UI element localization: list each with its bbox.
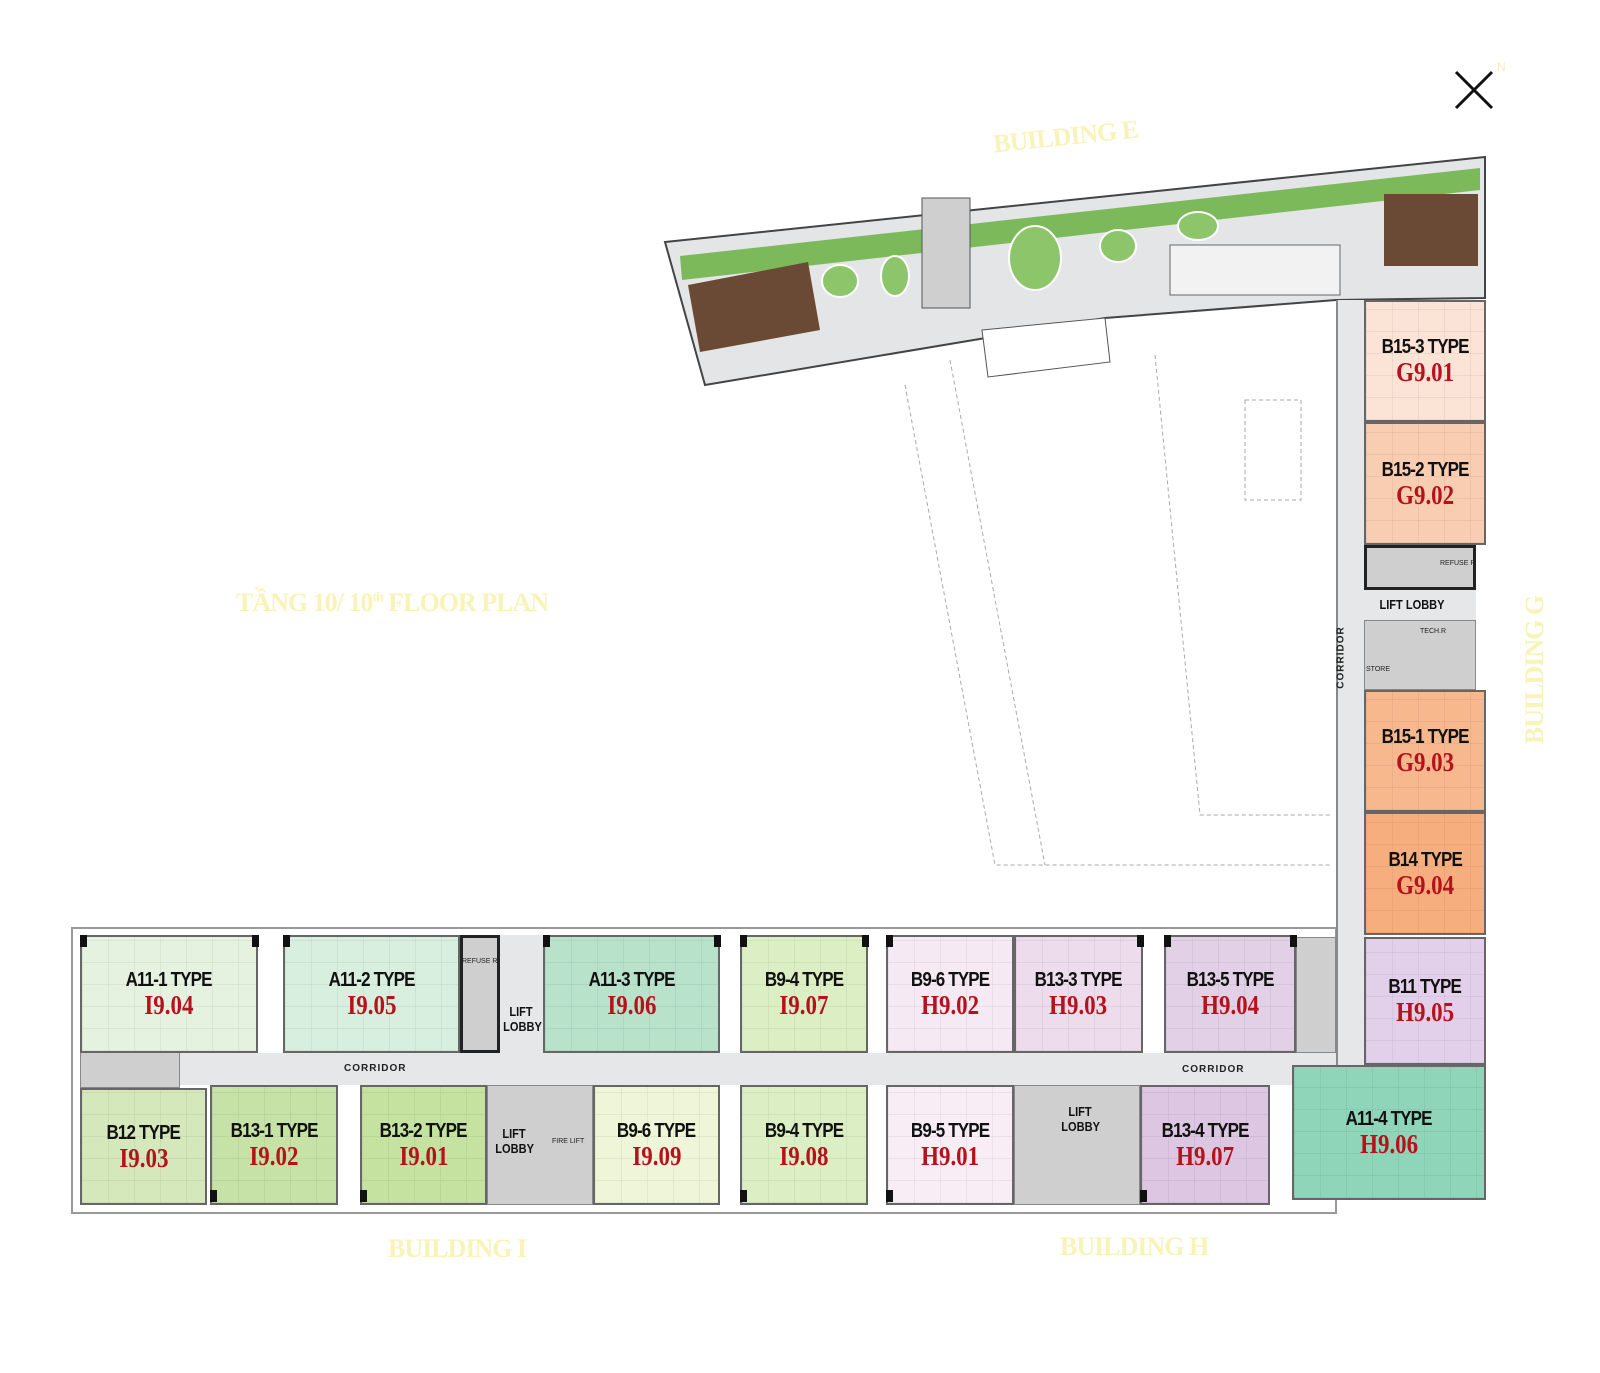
stair-core (1364, 620, 1476, 690)
column (543, 935, 550, 947)
column (1140, 1190, 1147, 1202)
planter-oval (1099, 229, 1137, 263)
corridor-label: CORRIDOR (1182, 1064, 1245, 1075)
column (740, 1190, 747, 1202)
podium-outline (904, 384, 1330, 866)
column (1290, 935, 1297, 947)
column (80, 935, 87, 947)
corridor-label: CORRIDOR (1335, 626, 1347, 689)
lift-lobby-area (1364, 590, 1476, 620)
refuse-label: REFUSE R (1440, 560, 1476, 567)
planter-oval (880, 255, 910, 297)
ramp (1169, 244, 1341, 296)
lift-lobby-area (500, 935, 543, 1053)
fire-lift-label: FIRE LIFT (552, 1138, 585, 1145)
column (210, 1190, 217, 1202)
column (862, 935, 869, 947)
lift-core (487, 1085, 593, 1205)
column (1137, 935, 1144, 947)
stair-core (80, 1048, 180, 1088)
corridor-horizontal (80, 1053, 1364, 1085)
floor-plan-title: TẦNG 10/ 10th FLOOR PLAN (236, 588, 549, 617)
podium-outline (949, 359, 1046, 866)
corridor-vertical (1336, 300, 1366, 1085)
compass-label: N (1497, 60, 1506, 74)
column (714, 935, 721, 947)
entrance-canopy (981, 317, 1111, 378)
store-label: STORE (1366, 666, 1390, 673)
green-planter-strip (680, 168, 1480, 280)
building-g-label: BUILDING G (1520, 595, 1549, 745)
column (740, 935, 747, 947)
corridor-label: CORRIDOR (344, 1063, 407, 1074)
wood-deck-right (1384, 194, 1478, 266)
lift-core (1014, 1085, 1140, 1205)
refuse-label: REFUSE R (462, 958, 498, 965)
column (1164, 935, 1171, 947)
lift-core (1364, 545, 1476, 590)
stair-core (921, 197, 971, 309)
planter-oval (1177, 211, 1219, 241)
column (283, 935, 290, 947)
column (886, 1190, 893, 1202)
service-room (1296, 937, 1336, 1053)
planter-oval (821, 264, 859, 298)
column (360, 1190, 367, 1202)
tech-room-label: TECH.R (1420, 628, 1447, 635)
refuse-room (460, 935, 500, 1053)
north-arrow-icon (1452, 68, 1496, 112)
planter-oval (1008, 225, 1062, 291)
column (886, 935, 893, 947)
lift-lobby-label: LIFT LOBBY (1379, 597, 1445, 612)
column (252, 935, 259, 947)
podium-outline (1244, 399, 1302, 501)
podium-outline (1154, 354, 1330, 816)
building-h-label: BUILDING H (1060, 1232, 1209, 1261)
building-i-label: BUILDING I (388, 1234, 527, 1263)
wood-deck-left (688, 262, 820, 352)
